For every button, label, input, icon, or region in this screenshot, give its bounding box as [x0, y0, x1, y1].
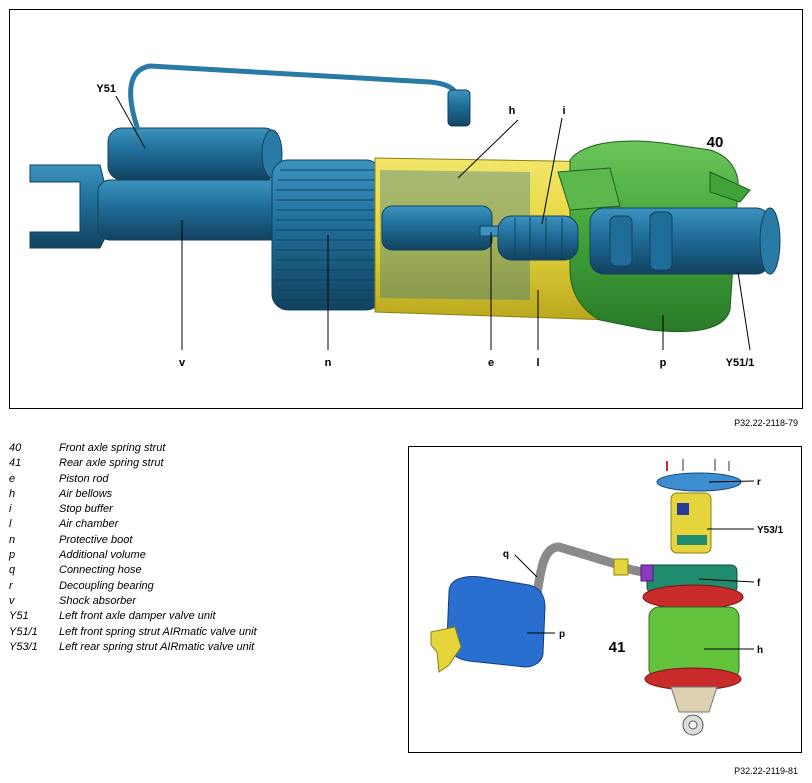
rear-strut-illustration: 41 r Y53/1 q f p h	[430, 459, 784, 736]
legend-row: h Air bellows	[9, 487, 389, 502]
legend-description: Left front spring strut AIRmatic valve u…	[59, 625, 257, 638]
callout-q: q	[503, 549, 509, 560]
legend-code: 40	[9, 442, 22, 454]
figure2-reference: P32.22-2119-81	[734, 766, 798, 776]
connecting-hose	[532, 542, 654, 600]
legend-row: Y51/1 Left front spring strut AIRmatic va…	[9, 625, 389, 640]
callout-f: f	[757, 578, 761, 589]
front-strut-figure: 40 Y51 h i v n e l p Y51/1	[9, 9, 803, 409]
callout-leaders	[115, 95, 751, 351]
callout-n: n	[325, 357, 332, 369]
mounting-bracket	[430, 626, 462, 673]
legend: 40 Front axle spring strut 41 Rear axle spr…	[9, 441, 389, 655]
assembly-label-40: 40	[707, 134, 724, 151]
legend-code: Y51	[9, 610, 29, 623]
protective-boot	[271, 159, 383, 311]
legend-code: v	[9, 594, 15, 607]
stop-buffer	[497, 215, 579, 261]
legend-code: l	[9, 518, 12, 531]
callout-i: i	[562, 105, 565, 117]
callout-h-rear: h	[757, 645, 763, 656]
additional-volume-rear	[446, 576, 546, 668]
legend-code: Y51/1	[9, 625, 38, 638]
upper-ring	[642, 584, 744, 610]
legend-description: Piston rod	[59, 472, 109, 485]
legend-code: i	[9, 503, 12, 516]
legend-row: i Stop buffer	[9, 502, 389, 517]
callout-l: l	[536, 357, 539, 369]
legend-row: r Decoupling bearing	[9, 579, 389, 594]
airmatic-valve-unit-y51-1	[589, 207, 781, 275]
legend-row: Y51 Left front axle damper valve unit	[9, 609, 389, 624]
legend-row: n Protective boot	[9, 533, 389, 548]
callout-v: v	[179, 357, 186, 369]
legend-description: Protective boot	[59, 533, 133, 546]
legend-code: h	[9, 487, 16, 500]
front-strut-illustration: 40 Y51 h i v n e l p Y51/1	[29, 63, 781, 369]
lower-mount	[670, 686, 718, 713]
legend-code: q	[9, 564, 16, 577]
legend-code: Y53/1	[9, 640, 38, 653]
legend-row: q Connecting hose	[9, 563, 389, 578]
legend-row: p Additional volume	[9, 548, 389, 563]
callout-r: r	[757, 477, 761, 488]
callout-y51: Y51	[96, 83, 116, 95]
callout-leaders-rear	[514, 480, 755, 650]
legend-description: Connecting hose	[59, 564, 142, 577]
pipe-connector	[447, 89, 471, 127]
decoupling-bearing	[656, 459, 742, 492]
legend-description: Stop buffer	[59, 503, 113, 516]
legend-code: r	[9, 579, 13, 592]
figure1-reference: P32.22-2118-79	[734, 418, 798, 428]
assembly-label-41: 41	[609, 639, 626, 656]
callout-p: p	[660, 357, 667, 369]
fork-mount	[29, 164, 106, 249]
callout-y51-1: Y51/1	[726, 357, 755, 369]
airmatic-valve-unit-y53-1	[670, 492, 712, 554]
callout-e: e	[488, 357, 494, 369]
legend-description: Rear axle spring strut	[59, 457, 164, 470]
legend-description: Left front axle damper valve unit	[59, 610, 216, 623]
legend-code: p	[9, 549, 16, 562]
legend-description: Additional volume	[59, 549, 146, 562]
valve-pipe	[128, 63, 461, 131]
callout-y53-1: Y53/1	[757, 525, 784, 536]
rear-strut-figure: 41 r Y53/1 q f p h	[408, 446, 802, 753]
legend-description: Air chamber	[59, 518, 119, 531]
callout-h: h	[509, 105, 516, 117]
legend-row: 41 Rear axle spring strut	[9, 456, 389, 471]
legend-row: v Shock absorber	[9, 594, 389, 609]
damper-valve-unit-y51	[107, 127, 283, 181]
legend-row: l Air chamber	[9, 517, 389, 532]
legend-description: Left rear spring strut AIRmatic valve un…	[59, 640, 255, 653]
legend-code: e	[9, 472, 16, 485]
legend-description: Decoupling bearing	[59, 579, 154, 592]
legend-code: n	[9, 533, 16, 546]
callout-p-rear: p	[559, 629, 565, 640]
legend-row: Y53/1 Left rear spring strut AIRmatic val…	[9, 640, 389, 655]
legend-description: Shock absorber	[59, 594, 137, 607]
legend-code: 41	[9, 457, 22, 470]
legend-description: Air bellows	[59, 487, 113, 500]
piston-housing	[381, 205, 493, 251]
legend-row: 40 Front axle spring strut	[9, 441, 389, 456]
legend-description: Front axle spring strut	[59, 442, 166, 454]
shock-absorber	[97, 179, 299, 241]
legend-row: e Piston rod	[9, 472, 389, 487]
